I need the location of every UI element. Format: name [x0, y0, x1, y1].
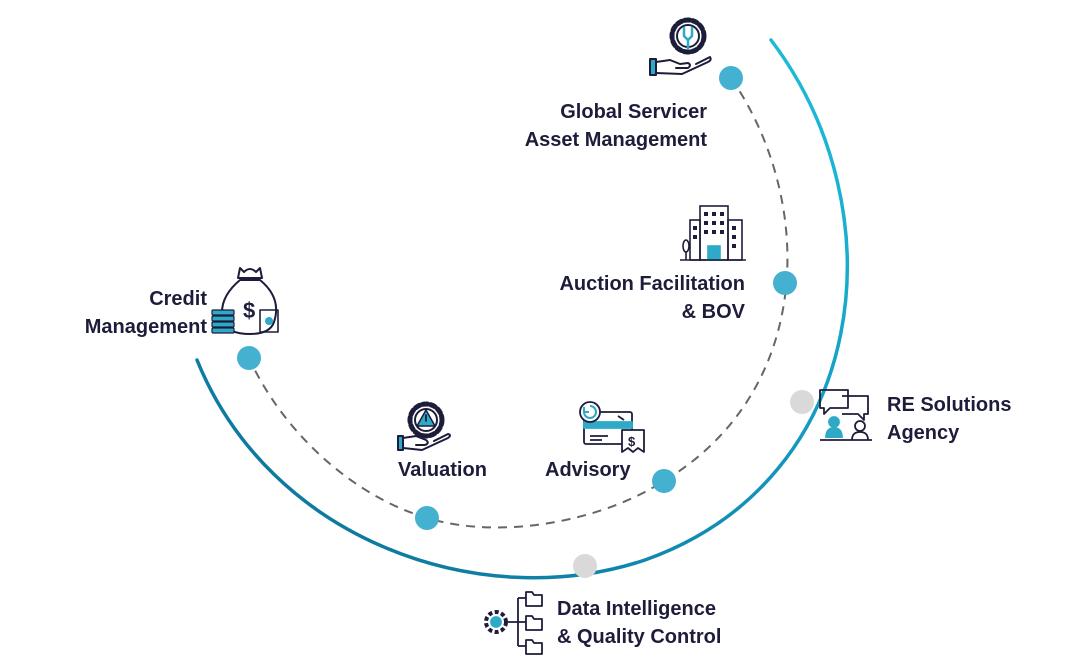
- node-credit: [237, 346, 261, 370]
- gear-folders-icon: [484, 591, 543, 655]
- label-advisory-line1: Advisory: [545, 459, 631, 481]
- label-auction-line1: Auction Facilitation: [559, 273, 745, 295]
- label-credit-line1: Credit: [149, 288, 207, 310]
- card-check-icon: $: [579, 401, 645, 453]
- label-data-intelligence: Data Intelligence & Quality Control: [557, 595, 721, 651]
- label-data-intelligence-line2: & Quality Control: [557, 626, 722, 648]
- money-bag-icon: $: [211, 267, 279, 335]
- label-credit: Credit Management: [85, 285, 207, 341]
- label-data-intelligence-line1: Data Intelligence: [557, 598, 716, 620]
- label-re-solutions-line1: RE Solutions: [887, 394, 1012, 416]
- label-re-solutions-line2: Agency: [887, 422, 960, 444]
- node-data-intelligence: [573, 554, 597, 578]
- building-icon: [680, 205, 746, 261]
- gear-hand-icon: [649, 17, 712, 76]
- node-valuation: [415, 506, 439, 530]
- label-credit-line2: Management: [84, 316, 207, 338]
- dashed-arc: [248, 77, 789, 529]
- node-auction: [773, 271, 797, 295]
- label-advisory: Advisory: [545, 456, 631, 484]
- svg-text:$: $: [243, 298, 255, 323]
- svg-text:$: $: [628, 434, 636, 449]
- people-chat-icon: [819, 389, 872, 441]
- label-auction: Auction Facilitation & BOV: [559, 270, 745, 326]
- node-global-servicer: [719, 66, 743, 90]
- node-re-solutions: [790, 390, 814, 414]
- outer-arc: [195, 38, 849, 580]
- node-advisory: [652, 469, 676, 493]
- gear-warning-hand-icon: [397, 401, 451, 451]
- label-re-solutions: RE Solutions Agency: [887, 391, 1011, 447]
- label-global-servicer: Global Servicer Asset Management: [525, 98, 707, 154]
- label-auction-line2: & BOV: [681, 301, 745, 323]
- label-valuation-line1: Valuation: [398, 459, 487, 481]
- label-global-servicer-line2: Asset Management: [524, 129, 707, 151]
- label-global-servicer-line1: Global Servicer: [560, 101, 707, 123]
- label-valuation: Valuation: [398, 456, 487, 484]
